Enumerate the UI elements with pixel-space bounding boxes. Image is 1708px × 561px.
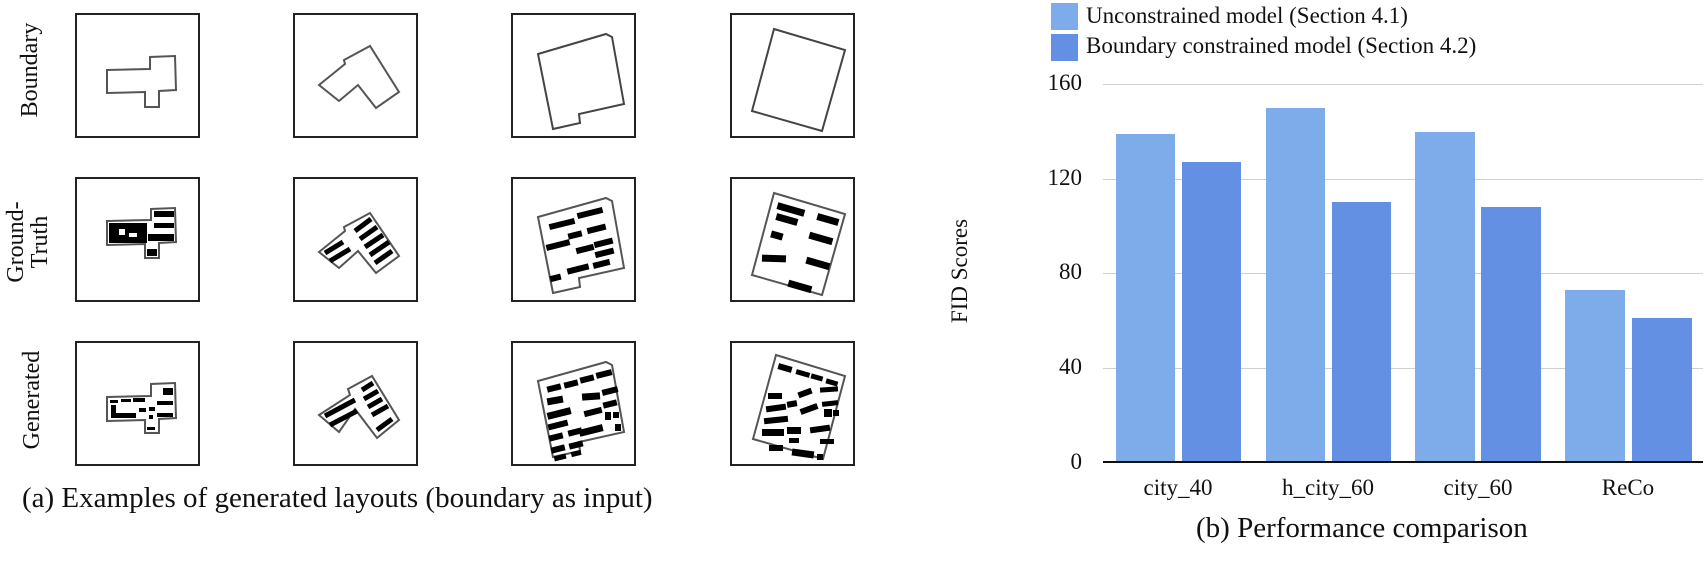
generated-example-4	[730, 341, 855, 466]
x-tick-h-city-60: h_city_60	[1282, 475, 1374, 500]
bar-city-40-unconstrained	[1116, 134, 1175, 462]
row-label-ground-truth-line2: Truth	[27, 215, 53, 269]
bar-city-60-unconstrained	[1415, 132, 1475, 462]
generated-example-1	[75, 341, 200, 466]
row-label-ground-truth-line1: Ground-	[3, 201, 29, 283]
x-tick-city-60: city_60	[1443, 475, 1513, 500]
y-tick-160: 160	[1047, 70, 1083, 95]
gridline-160	[1103, 84, 1703, 85]
bar-reco-unconstrained	[1565, 290, 1625, 462]
x-axis-line	[1103, 461, 1703, 463]
boundary-example-2	[293, 13, 418, 138]
x-tick-city-40: city_40	[1143, 475, 1213, 500]
bar-h-city-60-unconstrained	[1266, 108, 1325, 462]
y-tick-80: 80	[1059, 259, 1082, 284]
generated-example-2	[293, 341, 418, 466]
boundary-outline-icon	[536, 32, 626, 131]
building-layout-icon	[317, 211, 401, 275]
ground-truth-example-2	[293, 177, 418, 302]
boundary-outline-icon	[106, 54, 178, 108]
y-tick-120: 120	[1047, 165, 1083, 190]
building-layout-icon	[106, 381, 178, 434]
gridline-40	[1103, 368, 1703, 369]
legend-swatch-boundary-constrained	[1051, 34, 1078, 61]
panel-b-caption: (b) Performance comparison	[1196, 512, 1528, 544]
building-layout-icon	[536, 196, 626, 295]
row-label-generated: Generated	[19, 350, 45, 450]
building-layout-icon	[750, 191, 847, 297]
legend-label-boundary-constrained: Boundary constrained model (Section 4.2)	[1086, 33, 1477, 58]
gridline-80	[1103, 273, 1703, 274]
boundary-example-1	[75, 13, 200, 138]
row-label-boundary: Boundary	[17, 22, 43, 118]
boundary-example-3	[511, 13, 636, 138]
y-axis-label: FID Scores	[947, 218, 972, 324]
panel-a-caption: (a) Examples of generated layouts (bound…	[22, 482, 653, 514]
boundary-outline-icon	[750, 27, 847, 133]
x-tick-reco: ReCo	[1601, 475, 1655, 500]
bar-city-40-boundary-constrained	[1182, 162, 1241, 462]
building-layout-icon	[106, 206, 178, 259]
boundary-outline-icon	[317, 44, 401, 110]
bar-reco-boundary-constrained	[1632, 318, 1692, 462]
building-layout-icon	[536, 360, 626, 462]
y-tick-40: 40	[1059, 354, 1082, 379]
generated-example-3	[511, 341, 636, 466]
ground-truth-example-1	[75, 177, 200, 302]
row-label-ground-truth: Ground- Truth	[3, 192, 53, 292]
bar-city-60-boundary-constrained	[1481, 207, 1541, 462]
boundary-example-4	[730, 13, 855, 138]
gridline-120	[1103, 179, 1703, 180]
legend-label-unconstrained: Unconstrained model (Section 4.1)	[1086, 3, 1408, 28]
building-layout-icon	[751, 353, 847, 461]
ground-truth-example-3	[511, 177, 636, 302]
y-tick-0: 0	[1070, 449, 1083, 474]
ground-truth-example-4	[730, 177, 855, 302]
building-layout-icon	[317, 374, 401, 440]
legend-swatch-unconstrained	[1051, 3, 1078, 30]
bar-h-city-60-boundary-constrained	[1332, 202, 1391, 462]
